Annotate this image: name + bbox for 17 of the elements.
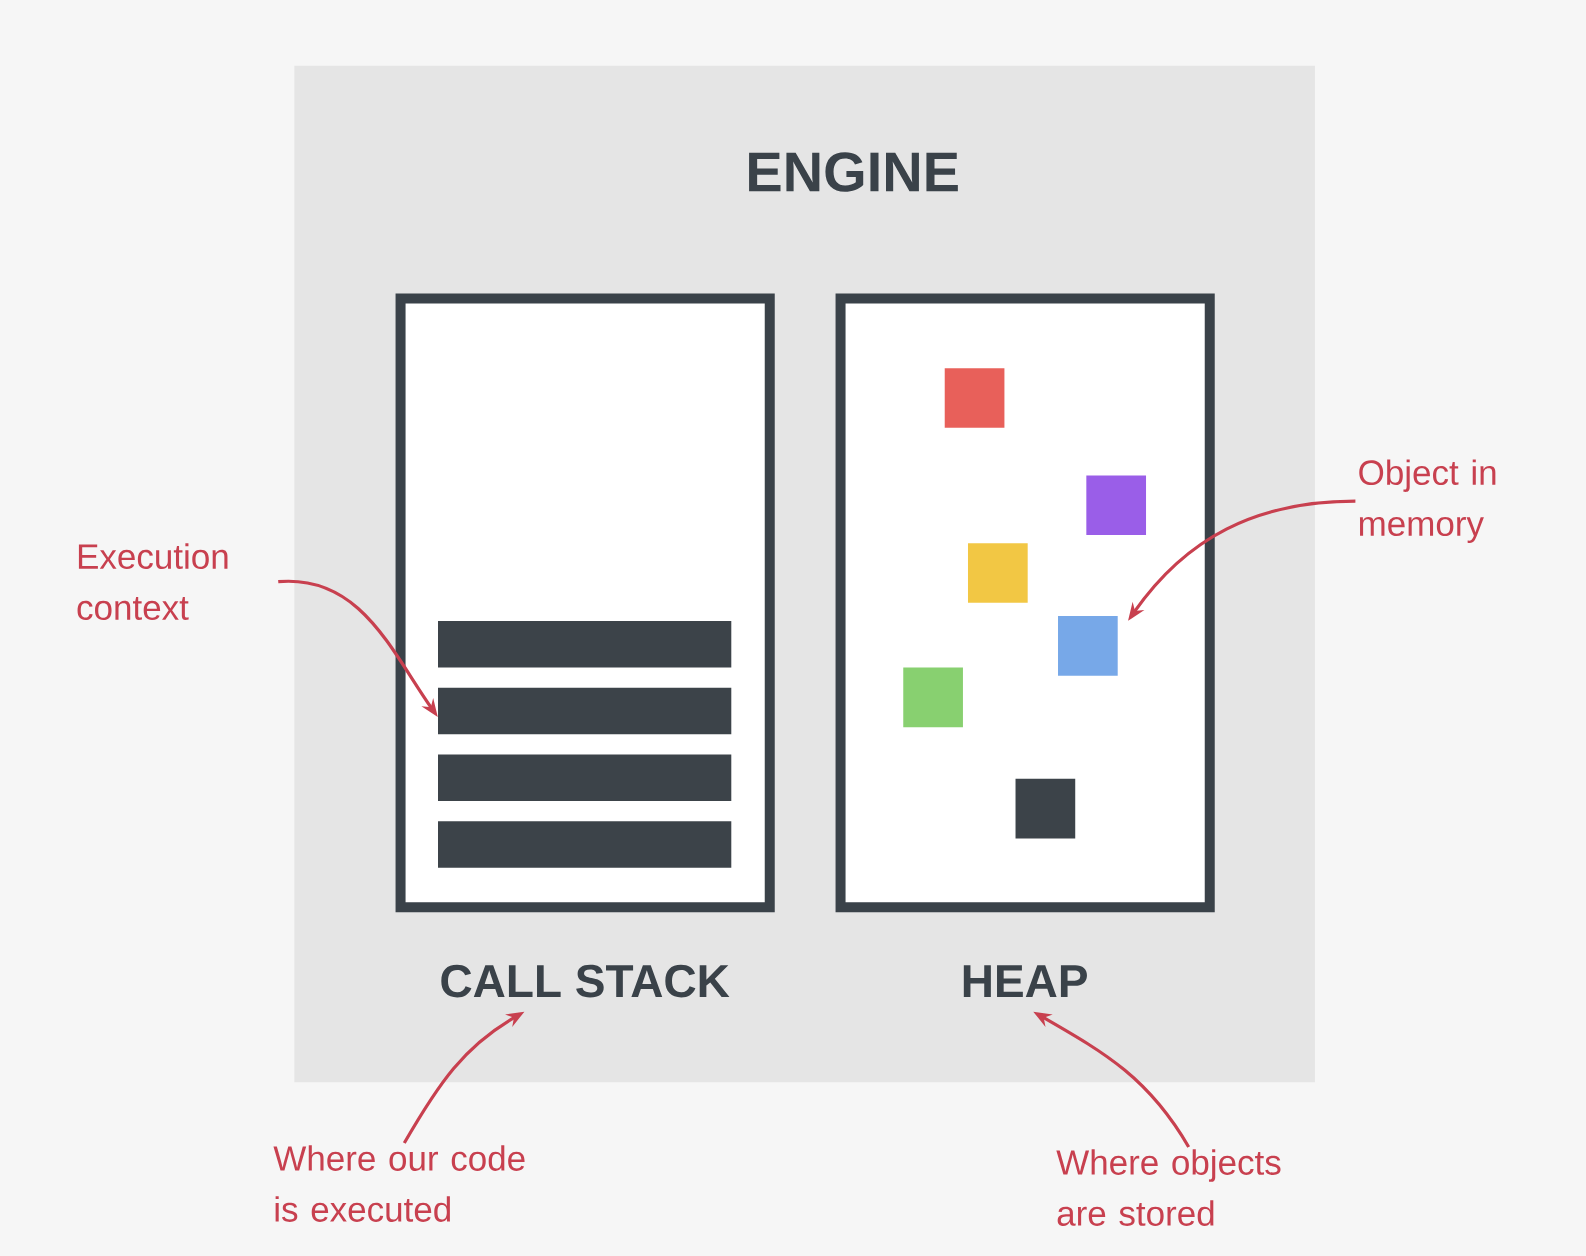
heap-box: HEAP <box>835 293 1215 997</box>
annotation-text: Object in memory <box>1359 459 1496 543</box>
stack-frame-bar <box>438 620 732 668</box>
object-square <box>968 543 1028 603</box>
annotation-text: Execution context <box>77 543 228 620</box>
object-square <box>944 368 1005 428</box>
stack-frame-bar <box>438 754 732 801</box>
object-square <box>903 667 963 728</box>
node-label: CALL STACK <box>441 964 730 998</box>
object-square <box>1086 475 1147 535</box>
annotation-text: Where our code is executed <box>273 1145 525 1222</box>
object-square <box>1015 778 1076 839</box>
node-label: HEAP <box>963 965 1087 997</box>
stack-frame-bar <box>438 821 732 868</box>
stack-frame-bar <box>438 687 732 735</box>
annotation-text: Where objects are stored <box>1056 1149 1281 1226</box>
object-square <box>1058 615 1118 676</box>
